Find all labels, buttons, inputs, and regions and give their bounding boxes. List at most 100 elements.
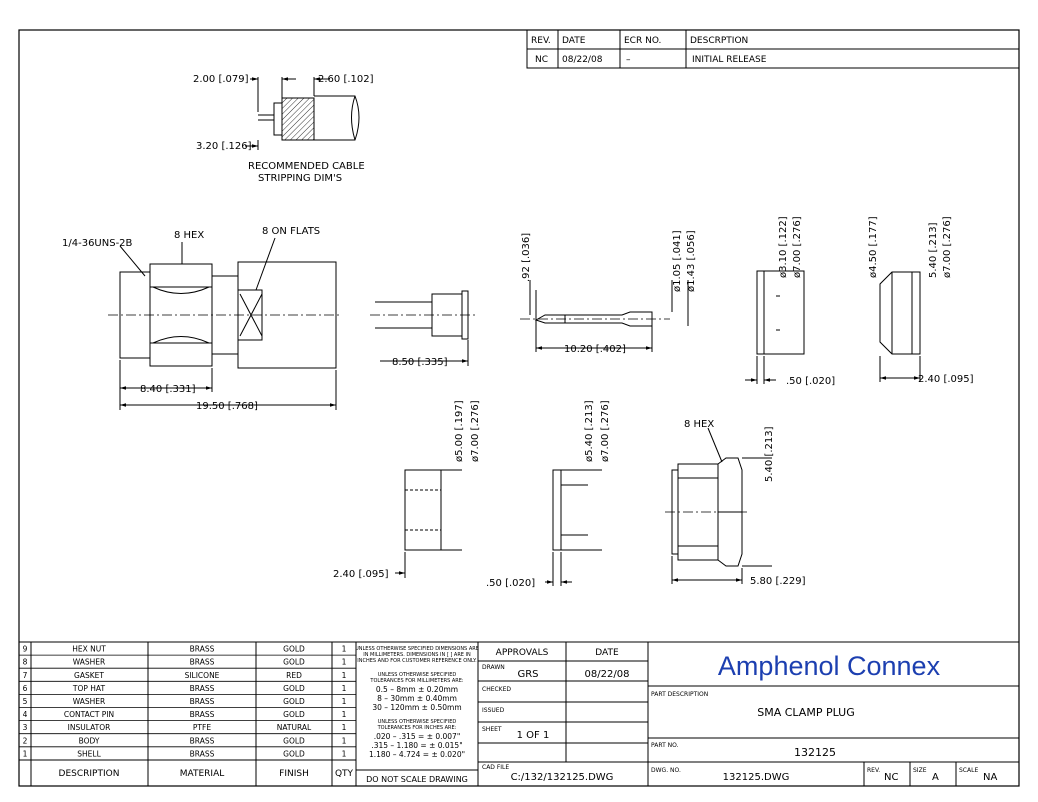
dim-insulator-240: 2.40 [.095]: [333, 569, 389, 580]
drawn-date: 08/22/08: [585, 669, 630, 680]
bom-cell-no: 7: [23, 671, 28, 680]
washer-view: [745, 270, 805, 384]
bom-cell-desc: SHELL: [77, 749, 101, 758]
bom-cell-finish: GOLD: [283, 749, 305, 758]
tolerance-line: 30 – 120mm ± 0.50mm: [372, 703, 461, 712]
sheet-border: [18, 29, 1020, 787]
cad-file-value: C:/132/132125.DWG: [511, 772, 614, 783]
scale-label: SCALE: [959, 767, 978, 774]
assembly-view: [108, 237, 340, 410]
bom-cell-material: PTFE: [193, 723, 211, 732]
tolerance-line: UNLESS OTHERWISE SPECIFIED: [378, 719, 457, 725]
rev-header-description: DESCRPTION: [690, 36, 748, 46]
bom-cell-no: 6: [23, 684, 28, 693]
drawn-label: DRAWN: [482, 664, 505, 671]
dim-pin-105: ø1.05 [.041]: [672, 230, 683, 292]
top-hat-view: [879, 271, 921, 382]
bom-cell-finish: GOLD: [283, 645, 305, 654]
bom-cell-qty: 1: [342, 684, 347, 693]
dim-washer-700: ø7.00 [.276]: [792, 216, 803, 278]
bom-cell-desc: TOP HAT: [72, 684, 106, 693]
tolerance-line: TOLERANCES FOR MILLIMETERS ARE:: [369, 678, 463, 684]
tolerance-line: 0.5 – 8mm ± 0.20mm: [376, 685, 458, 694]
rev-value-date: 08/22/08: [562, 55, 603, 65]
bom-cell-material: SILICONE: [185, 671, 220, 680]
bom-cell-no: 3: [23, 723, 28, 732]
bom-cell-qty: 1: [342, 697, 347, 706]
bom-cell-material: BRASS: [190, 749, 215, 758]
scale-value: NA: [983, 772, 997, 783]
bom-cell-finish: GOLD: [283, 658, 305, 667]
thread-label: 1/4-36UNS-2B: [62, 238, 133, 249]
drawn-by: GRS: [517, 669, 538, 680]
approvals-header: APPROVALS: [496, 648, 549, 658]
bom-cell-qty: 1: [342, 749, 347, 758]
rev-header-date: DATE: [562, 36, 586, 46]
bom-cell-no: 5: [23, 697, 28, 706]
dim-insulator-500: ø5.00 [.197]: [454, 400, 465, 462]
rev-value: NC: [884, 772, 898, 783]
rev-value-rev: NC: [535, 55, 548, 65]
bom-cell-qty: 1: [342, 723, 347, 732]
strip-dim-b: 2.60 [.102]: [318, 74, 374, 85]
bom-cell-no: 1: [23, 749, 28, 758]
dim-pin-143: ø1.43 [.056]: [686, 230, 697, 292]
cable-stripping-view: [245, 77, 360, 150]
dim-washer2-050: .50 [.020]: [486, 578, 535, 589]
rev-header-ecr: ECR NO.: [624, 36, 661, 46]
bom-cell-desc: WASHER: [73, 697, 106, 706]
rev-label: REV.: [867, 767, 880, 774]
part-number-label: PART NO.: [651, 742, 679, 749]
bom-cell-desc: INSULATOR: [68, 723, 111, 732]
bom-cell-qty: 1: [342, 736, 347, 745]
tolerance-line: IN MILLIMETERS. DIMENSIONS IN [ ] ARE IN: [363, 652, 471, 658]
revision-block: [526, 29, 1020, 69]
insulator-view: [395, 469, 462, 578]
dwg-number-label: DWG. NO.: [651, 767, 681, 774]
bom-header-finish: FINISH: [279, 769, 309, 779]
washer-side-view: [545, 469, 602, 586]
bom-cell-finish: GOLD: [283, 710, 305, 719]
tolerance-line: UNLESS OTHERWISE SPECIFIED: [378, 672, 457, 678]
bom-cell-desc: GASKET: [74, 671, 104, 680]
dim-hex-length: 8.40 [.331]: [140, 384, 196, 395]
dim-cable-length: 8.50 [.335]: [392, 357, 448, 368]
part-description-label: PART DESCRIPTION: [651, 691, 708, 698]
bom-cell-desc: HEX NUT: [72, 645, 106, 654]
size-value: A: [932, 772, 939, 783]
dim-pin-092: .92 [.036]: [521, 233, 532, 282]
issued-label: ISSUED: [482, 707, 505, 714]
rev-header-rev: REV.: [531, 36, 551, 46]
bom-cell-material: BRASS: [190, 658, 215, 667]
dim-hexnut-540: 5.40 [.213]: [764, 426, 775, 482]
dim-tophat-450: ø4.50 [.177]: [868, 216, 879, 278]
bom-cell-no: 9: [23, 645, 28, 654]
bom-cell-desc: WASHER: [73, 658, 106, 667]
dim-hexnut-580: 5.80 [.229]: [750, 576, 806, 587]
tolerance-line: UNLESS OTHERWISE SPECIFIED DIMENSIONS AR…: [355, 646, 479, 652]
dim-washer-310: ø3.10 [.122]: [778, 216, 789, 278]
dim-tophat-700: ø7.00 [.276]: [942, 216, 953, 278]
hex-nut-label: 8 HEX: [684, 419, 714, 430]
rev-value-ecr: –: [626, 55, 631, 65]
bom-cell-finish: GOLD: [283, 697, 305, 706]
dim-pin-length: 10.20 [.402]: [564, 344, 626, 355]
sheet-value: 1 OF 1: [517, 730, 550, 741]
dim-total-length: 19.50 [.768]: [196, 401, 258, 412]
bom-cell-finish: GOLD: [283, 736, 305, 745]
approvals-date-header: DATE: [595, 648, 619, 658]
bom-header-material: MATERIAL: [180, 769, 225, 779]
bom-cell-finish: GOLD: [283, 684, 305, 693]
bom-cell-qty: 1: [342, 658, 347, 667]
bom-header-qty: QTY: [335, 769, 354, 779]
hex-label: 8 HEX: [174, 230, 204, 241]
contact-pin-view: [520, 280, 689, 352]
tolerance-line: INCHES AND FOR CUSTOMER REFERENCE ONLY.: [357, 658, 477, 664]
company-logo: Amphenol Connex: [718, 651, 941, 681]
part-description: SMA CLAMP PLUG: [757, 706, 855, 719]
strip-caption-1: RECOMMENDED CABLE: [248, 161, 365, 172]
dim-washer2-700: ø7.00 [.276]: [600, 400, 611, 462]
dim-washer2-540: ø5.40 [.213]: [584, 400, 595, 462]
